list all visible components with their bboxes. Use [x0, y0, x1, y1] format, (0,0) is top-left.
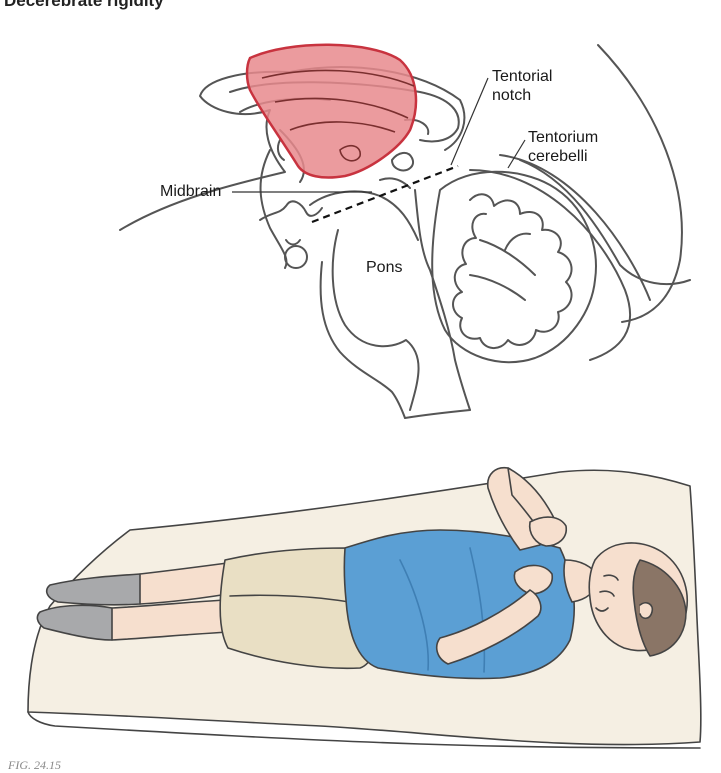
- mat-edge: [27, 711, 701, 749]
- hypothalamus-wiggle: [259, 200, 323, 221]
- face-features: [595, 574, 619, 612]
- page-title: Decerebrate rigidity: [4, 0, 164, 10]
- pituitary: [284, 245, 308, 269]
- label-tentorial-notch-line2: notch: [492, 87, 532, 104]
- medulla-bottom: [404, 409, 471, 419]
- optic-chiasm: [276, 139, 285, 161]
- fist-upper: [528, 516, 568, 547]
- tentorium-line: [519, 159, 691, 286]
- label-midbrain: Midbrain: [160, 183, 222, 200]
- hair: [632, 559, 687, 657]
- leader-tentorial-notch: [450, 77, 489, 166]
- arm-lower: [435, 589, 542, 665]
- tentorium-curve-outer: [499, 154, 651, 301]
- label-pons: Pons: [366, 259, 403, 276]
- label-tentorium-line2: cerebelli: [528, 148, 588, 165]
- ear: [639, 602, 654, 620]
- cerebellum-outline: [431, 170, 597, 364]
- lesion-area: [245, 43, 418, 179]
- fist-lower: [513, 564, 554, 595]
- cerebellum-folia: [452, 193, 573, 349]
- supratentorial-lesion: [245, 43, 418, 179]
- pons-outline: [331, 229, 420, 411]
- leader-tentorium: [507, 139, 526, 169]
- shirt-fold: [399, 547, 486, 673]
- label-tentorium-line1: Tentorium: [528, 129, 599, 146]
- label-tentorial-notch: Tentorial notch: [492, 67, 552, 105]
- arbor-vitae: [469, 232, 536, 301]
- brainstem-anterior: [319, 261, 406, 419]
- tentorium-curve-lower: [469, 169, 631, 361]
- label-tentorium-cerebelli: Tentorium cerebelli: [528, 128, 598, 166]
- shirt: [343, 529, 576, 680]
- skull-outline: [597, 44, 683, 323]
- label-tentorial-notch-line1: Tentorial: [492, 68, 553, 85]
- label-leaders: [232, 77, 526, 193]
- sock-right: [45, 573, 147, 606]
- lesion-gyri: [261, 69, 415, 162]
- patient-illustration: [27, 466, 702, 749]
- figure-caption: FIG. 24.15: [8, 758, 61, 772]
- pineal-region: [391, 152, 414, 172]
- cerebrum-outline: [119, 66, 466, 231]
- tentorial-plane-dashed: [311, 164, 459, 224]
- brainstem-posterior: [414, 189, 471, 411]
